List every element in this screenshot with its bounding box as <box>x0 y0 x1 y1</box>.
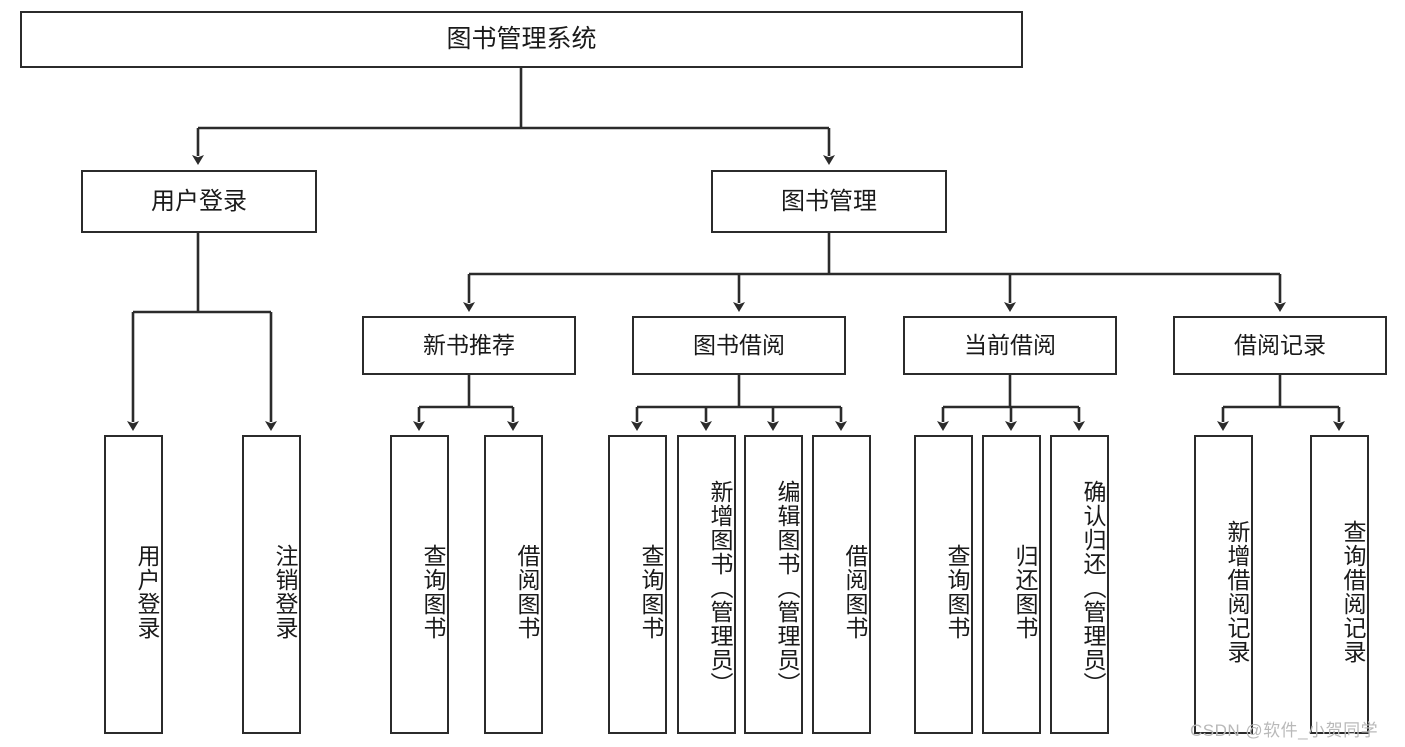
node-label: 注销登录 <box>272 543 298 640</box>
leaf-return-book[interactable]: 归还图书 <box>982 435 1041 734</box>
node-label: 新书推荐 <box>423 332 515 359</box>
leaf-add-borrow-record[interactable]: 新增借阅记录 <box>1194 435 1253 734</box>
node-label: 借阅记录 <box>1234 332 1326 359</box>
node-label: 图书管理 <box>781 187 877 215</box>
node-book-management[interactable]: 图书管理 <box>711 170 947 233</box>
node-label: 借阅图书 <box>514 543 540 640</box>
node-label: 查询图书 <box>420 543 446 640</box>
leaf-query-borrow-record[interactable]: 查询借阅记录 <box>1310 435 1369 734</box>
leaf-query-book-recommend[interactable]: 查询图书 <box>390 435 449 734</box>
node-label: 用户登录 <box>134 543 160 640</box>
leaf-user-login[interactable]: 用户登录 <box>104 435 163 734</box>
node-label: 归还图书 <box>1012 543 1038 640</box>
node-root-system[interactable]: 图书管理系统 <box>20 11 1023 68</box>
csdn-watermark: CSDN @软件_小贺同学 <box>1190 721 1379 740</box>
node-borrow-records[interactable]: 借阅记录 <box>1173 316 1387 375</box>
node-label: 编辑图书（管理员） <box>774 479 800 696</box>
leaf-logout[interactable]: 注销登录 <box>242 435 301 734</box>
leaf-query-book-current[interactable]: 查询图书 <box>914 435 973 734</box>
node-label: 当前借阅 <box>964 332 1056 359</box>
leaf-confirm-return-admin[interactable]: 确认归还（管理员） <box>1050 435 1109 734</box>
node-label: 图书管理系统 <box>446 24 597 53</box>
node-label: 查询图书 <box>638 543 664 640</box>
node-label: 新增借阅记录 <box>1224 519 1250 664</box>
node-label: 图书借阅 <box>693 332 785 359</box>
leaf-query-book-borrow[interactable]: 查询图书 <box>608 435 667 734</box>
leaf-borrow-book-recommend[interactable]: 借阅图书 <box>484 435 543 734</box>
leaf-edit-book-admin[interactable]: 编辑图书（管理员） <box>744 435 803 734</box>
node-new-book-recommend[interactable]: 新书推荐 <box>362 316 576 375</box>
leaf-add-book-admin[interactable]: 新增图书（管理员） <box>677 435 736 734</box>
node-label: 查询图书 <box>944 543 970 640</box>
node-label: 借阅图书 <box>842 543 868 640</box>
leaf-borrow-book[interactable]: 借阅图书 <box>812 435 871 734</box>
node-label: 确认归还（管理员） <box>1080 479 1106 696</box>
node-label: 新增图书（管理员） <box>707 479 733 696</box>
node-current-borrow[interactable]: 当前借阅 <box>903 316 1117 375</box>
node-user-login[interactable]: 用户登录 <box>81 170 317 233</box>
node-label: 用户登录 <box>151 187 247 215</box>
node-book-borrow[interactable]: 图书借阅 <box>632 316 846 375</box>
node-label: 查询借阅记录 <box>1340 519 1366 664</box>
